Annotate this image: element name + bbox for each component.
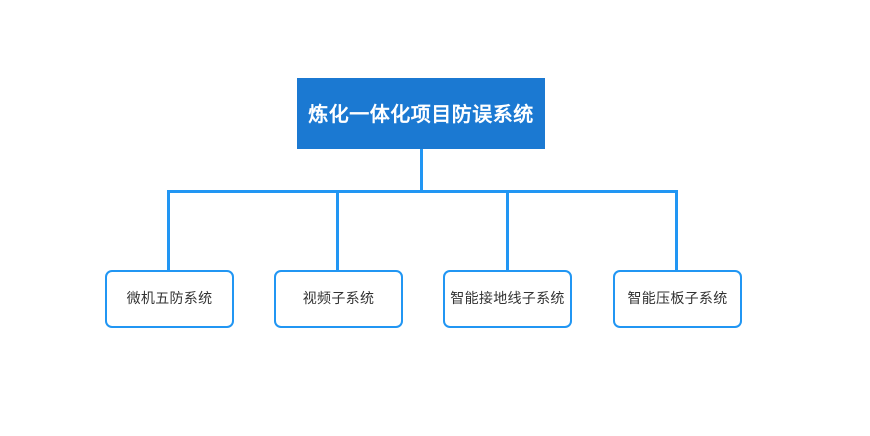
connector-horizontal-bus xyxy=(167,190,678,193)
node-child-label: 微机五防系统 xyxy=(126,290,213,307)
node-child-jiedixian[interactable]: 智能接地线子系统 xyxy=(443,270,572,328)
node-root-label: 炼化一体化项目防误系统 xyxy=(308,101,534,126)
node-child-label: 智能接地线子系统 xyxy=(450,290,565,307)
node-root[interactable]: 炼化一体化项目防误系统 xyxy=(297,78,545,149)
node-child-yaban[interactable]: 智能压板子系统 xyxy=(613,270,742,328)
node-child-label: 智能压板子系统 xyxy=(627,290,728,307)
connector-drop-child-4 xyxy=(675,190,678,271)
connector-drop-child-3 xyxy=(506,190,509,271)
node-child-shipin[interactable]: 视频子系统 xyxy=(274,270,403,328)
node-child-label: 视频子系统 xyxy=(302,290,375,307)
connector-drop-child-1 xyxy=(167,190,170,271)
node-child-weiji-wufang[interactable]: 微机五防系统 xyxy=(105,270,234,328)
connector-drop-child-2 xyxy=(336,190,339,271)
connector-root-stem xyxy=(420,148,423,193)
